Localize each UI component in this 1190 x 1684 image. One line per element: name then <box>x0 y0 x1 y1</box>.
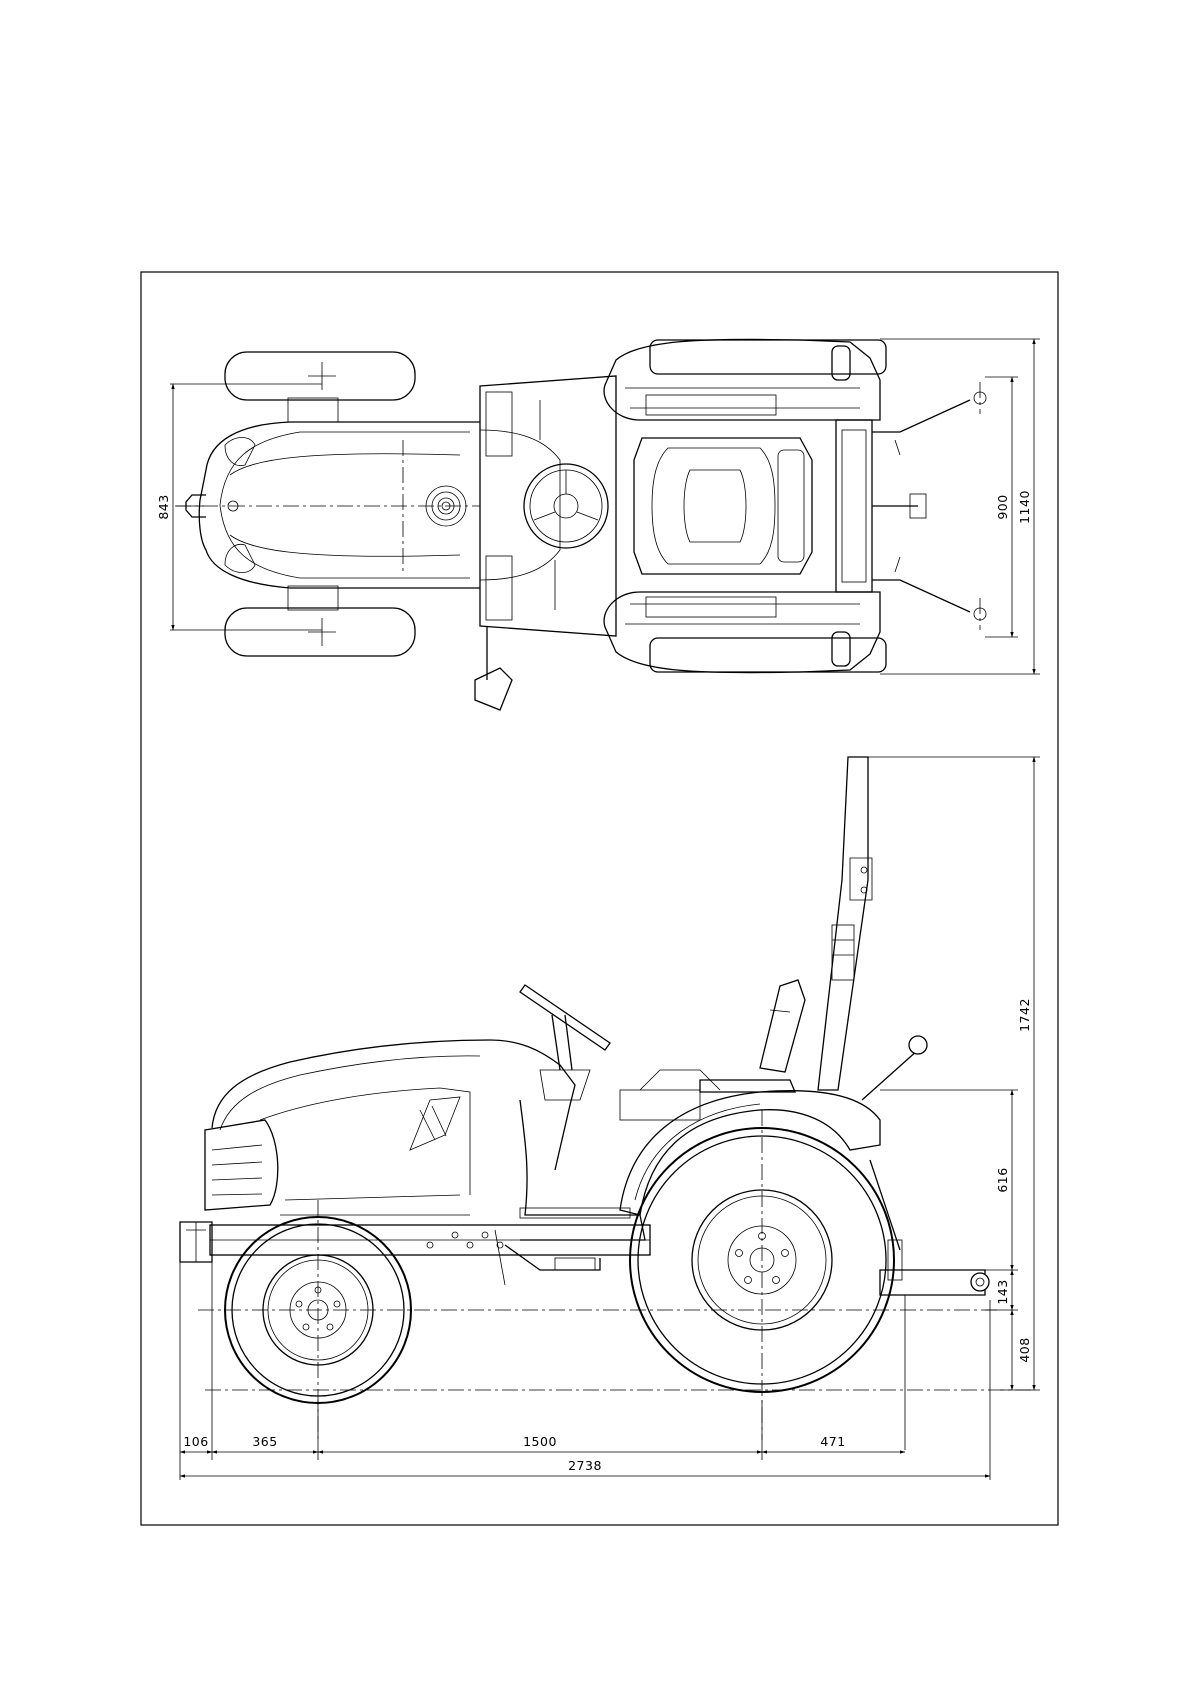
dim-1140-label: 1140 <box>1017 490 1032 524</box>
rear-linkage-top <box>836 382 986 630</box>
dim-408-label: 408 <box>1017 1337 1032 1362</box>
dim-2738-label: 2738 <box>568 1458 602 1473</box>
dim-1742-label: 1742 <box>1017 998 1032 1032</box>
dim-471-label: 471 <box>820 1434 845 1449</box>
dimension-wheelbase: 1500 <box>318 1434 762 1452</box>
rear-fender-right-top <box>604 592 880 673</box>
dim-843-label: 843 <box>156 494 171 519</box>
rear-wheel-side <box>630 1110 894 1440</box>
operator-platform-top <box>475 376 616 710</box>
hood-top <box>175 422 480 588</box>
dim-143-label: 143 <box>995 1279 1010 1304</box>
dim-900-label: 900 <box>995 494 1010 519</box>
top-view: 843 900 1140 <box>156 339 1040 710</box>
dimension-rear-track: 900 <box>985 377 1018 637</box>
dimension-front-overhang: 106 <box>180 1434 212 1452</box>
dim-106-label: 106 <box>183 1434 208 1449</box>
dimension-rear-overhang: 471 <box>762 1434 905 1452</box>
seat-top <box>634 438 812 574</box>
side-view: 1742 616 143 408 106 365 <box>180 757 1040 1480</box>
dimension-front-axle-offset: 365 <box>212 1434 318 1452</box>
rollbar-side <box>818 757 872 1090</box>
dimension-hitch-height: 408 <box>985 1310 1032 1390</box>
front-right-wheel-top <box>225 608 415 656</box>
front-left-wheel-top <box>225 352 415 400</box>
dimension-front-track: 843 <box>156 384 322 630</box>
steering-wheel-side <box>520 985 610 1100</box>
drawing-frame <box>141 272 1058 1525</box>
platform-side <box>495 1100 645 1285</box>
seat-side <box>700 980 805 1092</box>
dimension-overall-length: 2738 <box>180 1458 990 1476</box>
rear-fender-left-top <box>604 339 880 420</box>
dimension-rear-upper: 616 <box>880 1090 1018 1270</box>
dim-616-label: 616 <box>995 1167 1010 1192</box>
hood-side <box>180 1040 650 1262</box>
dim-1500-label: 1500 <box>523 1434 557 1449</box>
rear-linkage-side <box>862 1036 989 1450</box>
dim-365-label: 365 <box>252 1434 277 1449</box>
